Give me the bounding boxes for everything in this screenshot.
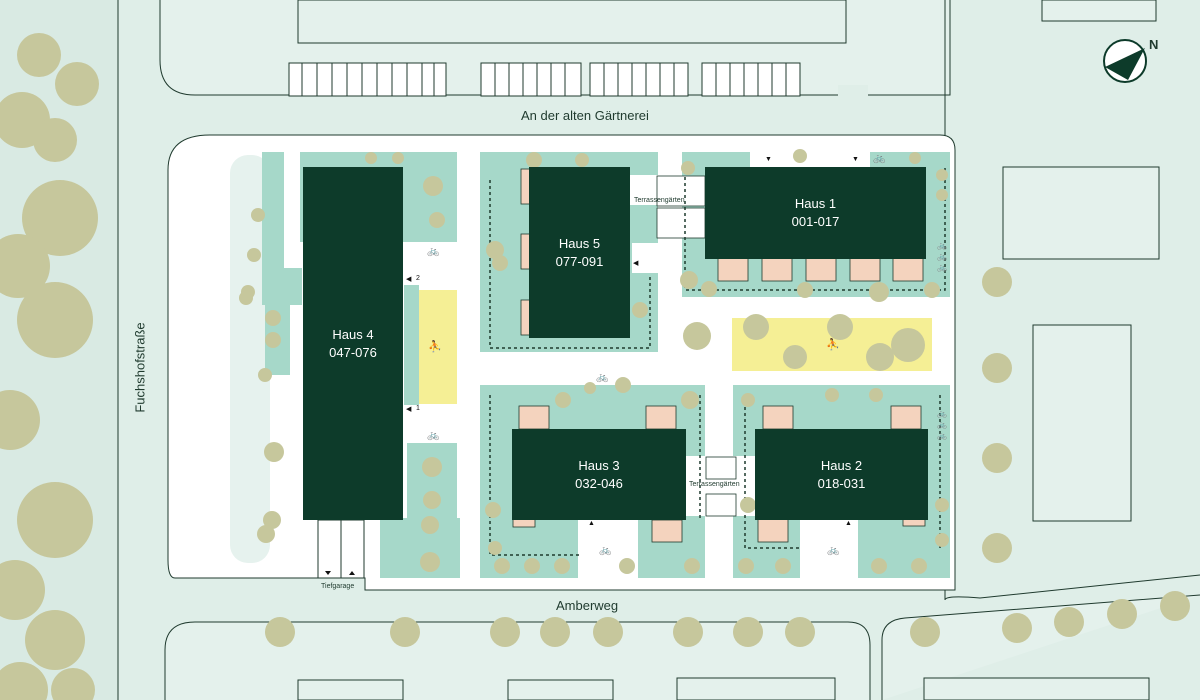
compass-icon bbox=[1103, 39, 1147, 83]
house-1[interactable]: Haus 1 001-017 bbox=[705, 167, 926, 259]
bicycle-parking-icon: 🚲 bbox=[599, 545, 612, 556]
bicycle-parking-icon: 🚲🚲🚲 bbox=[937, 409, 947, 440]
house-4-units: 047-076 bbox=[329, 344, 377, 360]
bicycle-parking-icon: 🚲 bbox=[427, 246, 440, 257]
house-4[interactable]: Haus 4 047-076 bbox=[303, 167, 403, 520]
terrace-gardens-top-label: Terrassengärten bbox=[634, 197, 685, 204]
house-3[interactable]: Haus 3 032-046 bbox=[512, 429, 686, 520]
house-5-name: Haus 5 bbox=[558, 235, 601, 251]
compass-north-label: N bbox=[1149, 37, 1159, 52]
house-4-name: Haus 4 bbox=[332, 326, 374, 342]
street-north-label: An der alten Gärtnerei bbox=[521, 108, 649, 123]
street-south-label: Amberweg bbox=[556, 598, 619, 613]
entrance-arrow-icon: ▼ bbox=[852, 156, 859, 163]
bicycle-parking-icon: 🚲 bbox=[596, 372, 609, 383]
entrance-arrow-icon: ◀ bbox=[406, 276, 412, 283]
entrance-arrow-icon: ▲ bbox=[588, 520, 595, 527]
bicycle-parking-icon: 🚲🚲🚲 bbox=[937, 241, 947, 272]
entrance-arrow-icon: ◀ bbox=[406, 406, 412, 413]
house-2-units: 018-031 bbox=[817, 475, 866, 491]
house-5-units: 077-091 bbox=[555, 253, 604, 269]
house-3-units: 032-046 bbox=[575, 475, 623, 491]
entrance-arrow-icon: ▲ bbox=[845, 520, 852, 527]
street-west-label: Fuchshofstraße bbox=[132, 322, 148, 413]
underground-garage-label: Tiefgarage bbox=[321, 583, 355, 590]
house-2[interactable]: Haus 2 018-031 bbox=[755, 429, 928, 520]
bicycle-parking-icon: 🚲 bbox=[873, 153, 886, 164]
playground-icon: ⛹ bbox=[826, 339, 840, 351]
house-1-units: 001-017 bbox=[791, 214, 840, 229]
house-3-name: Haus 3 bbox=[578, 457, 620, 473]
entrance-1-label: 1 bbox=[416, 405, 420, 412]
entrance-arrow-icon: ▼ bbox=[765, 156, 772, 163]
bicycle-parking-icon: 🚲 bbox=[827, 545, 840, 556]
entrance-arrow-icon: ◀ bbox=[633, 260, 639, 267]
terrace-gardens-bottom-label: Terrassengärten bbox=[689, 481, 740, 488]
playground-icon: ⛹ bbox=[428, 341, 442, 353]
house-1-name: Haus 1 bbox=[794, 196, 837, 211]
entrance-2-label: 2 bbox=[416, 275, 420, 282]
bicycle-parking-icon: 🚲 bbox=[427, 430, 440, 441]
house-2-name: Haus 2 bbox=[820, 457, 863, 473]
house-5[interactable]: Haus 5 077-091 bbox=[529, 167, 630, 338]
